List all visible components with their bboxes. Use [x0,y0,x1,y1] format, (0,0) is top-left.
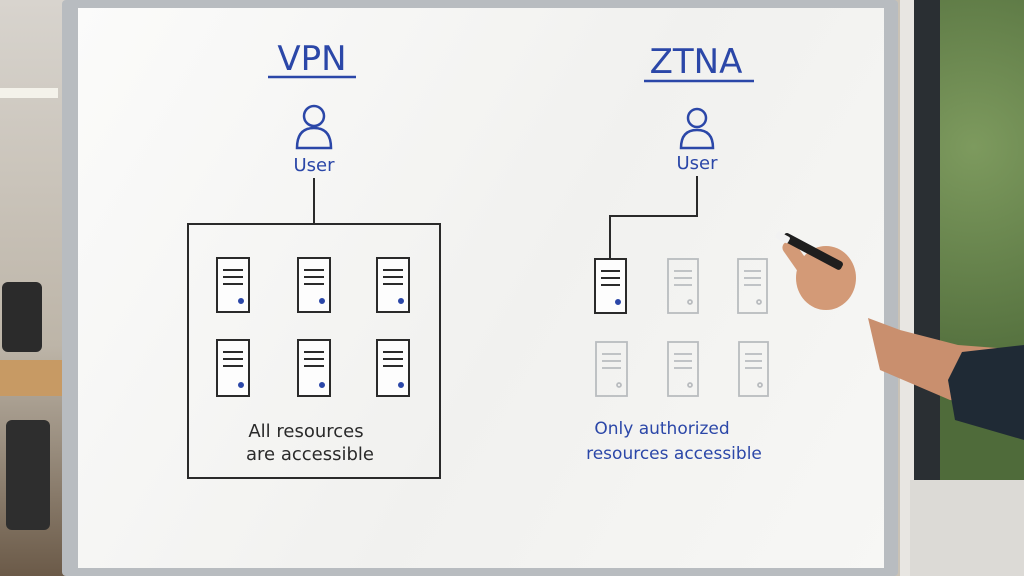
server-icon [595,341,628,397]
vpn-caption-line2: are accessible [246,444,374,465]
server-icon [216,257,250,313]
vpn-user-label: User [293,155,335,176]
server-icon [667,258,699,314]
server-icon [376,257,410,313]
server-icon [216,339,250,397]
ztna-connector [609,176,698,258]
vpn-caption-line1: All resources [248,421,363,442]
office-background [0,0,70,576]
ztna-title: ZTNA [650,42,743,82]
window-sill [910,480,1024,576]
vpn-title: VPN [277,39,346,79]
wooden-table [0,360,64,396]
server-icon [738,341,769,397]
server-icon [376,339,410,397]
vpn-network-box [187,223,441,479]
user-icon [679,107,715,150]
server-icon [594,258,627,314]
server-icon [297,257,331,313]
ztna-user-label: User [676,153,718,174]
user-icon [295,104,333,150]
server-icon [297,339,331,397]
ztna-caption-line1: Only authorized [594,419,729,439]
window-frame [914,0,940,480]
ceiling-light [0,88,58,98]
office-chair [2,282,42,352]
ztna-caption-line2: resources accessible [586,444,762,464]
server-icon [667,341,699,397]
whiteboard [78,8,884,568]
marker-icon [775,231,843,270]
server-icon [737,258,768,314]
office-chair [6,420,50,530]
hand-holding-marker [775,231,1024,440]
